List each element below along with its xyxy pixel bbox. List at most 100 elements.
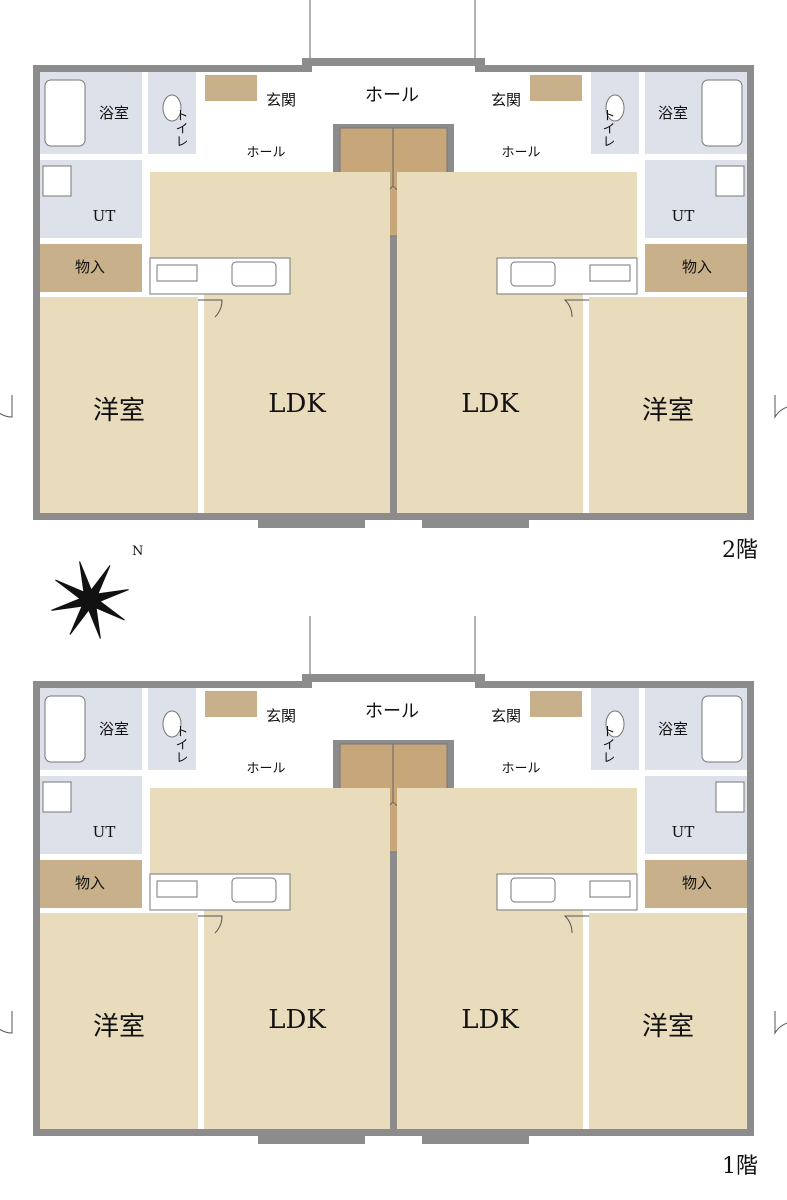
room-label-toilet-right: トイレ (600, 109, 615, 148)
toilet-bowl-left (162, 94, 182, 122)
bathtub-right (701, 79, 743, 147)
floor-label-1f: 1階 (722, 1154, 758, 1179)
party-wall (390, 858, 397, 1129)
room-label-western-right: 洋室 (642, 1012, 694, 1042)
washer-left (42, 165, 72, 197)
stove-left (156, 880, 198, 898)
bathtub-left (44, 695, 86, 763)
ldk-upper-right (397, 788, 637, 876)
stove-right (589, 264, 631, 282)
room-label-hall-right: ホール (501, 146, 540, 161)
toilet-bowl-right (605, 710, 625, 738)
room-label-storage-left: 物入 (75, 874, 105, 892)
room-label-storage-right: 物入 (682, 874, 712, 892)
room-label-hall-center: ホール (365, 85, 419, 106)
door-western-right (563, 915, 589, 934)
balcony-frame (309, 616, 476, 674)
genkan-floor-left (205, 75, 257, 101)
ldk-main-left (204, 876, 390, 1129)
western-room-left (40, 913, 198, 1129)
washer-right (715, 781, 745, 813)
room-label-ldk-right: LDK (461, 389, 519, 419)
storage-left (40, 860, 142, 908)
room-label-entrance-left: 玄関 (266, 91, 296, 109)
floor-1-plan: ホールUP浴室トイレUT物入玄関ホール洋室LDK浴室トイレUT物入玄関ホール洋室… (0, 616, 787, 1179)
room-label-hall-right: ホール (501, 762, 540, 777)
window-door-left (0, 395, 13, 418)
ldk-main-right (397, 260, 583, 513)
ldk-main-left (204, 260, 390, 513)
storage-right (645, 860, 747, 908)
stove-right (589, 880, 631, 898)
room-label-ut-right: UT (672, 823, 695, 841)
genkan-floor-left (205, 691, 257, 717)
room-label-toilet-left: トイレ (173, 109, 188, 148)
genkan-floor-right (530, 691, 582, 717)
center-hall (312, 682, 475, 740)
window-door-right (774, 1011, 787, 1035)
western-room-left (40, 297, 198, 513)
toilet-bowl-left (162, 710, 182, 738)
room-label-bath-left: 浴室 (99, 104, 129, 122)
room-label-ldk-left: LDK (268, 1005, 326, 1035)
ldk-main-right (397, 876, 583, 1129)
bay-wall-left (258, 510, 365, 528)
compass-north-label: N (132, 544, 143, 559)
room-label-western-right: 洋室 (642, 396, 694, 426)
room-label-entrance-left: 玄関 (266, 707, 296, 725)
ldk-upper-right (397, 172, 637, 260)
sink-right (510, 877, 556, 903)
door-western-left (198, 915, 223, 934)
washer-left (42, 781, 72, 813)
room-label-hall-center: ホール (365, 701, 419, 722)
washer-right (715, 165, 745, 197)
room-label-bath-left: 浴室 (99, 720, 129, 738)
floor-label-2f: 2階 (722, 538, 758, 563)
bathtub-right (701, 695, 743, 763)
window-door-left (0, 1011, 13, 1034)
room-label-storage-right: 物入 (682, 258, 712, 276)
room-label-ut-left: UT (93, 207, 116, 225)
room-label-ldk-left: LDK (268, 389, 326, 419)
bathtub-left (44, 79, 86, 147)
balcony-frame (309, 0, 476, 58)
bay-wall-left (258, 1126, 365, 1144)
genkan-floor-right (530, 75, 582, 101)
toilet-bowl-right (605, 94, 625, 122)
room-label-ldk-right: LDK (461, 1005, 519, 1035)
room-label-toilet-left: トイレ (173, 725, 188, 764)
room-label-western-left: 洋室 (93, 396, 145, 426)
ldk-upper-left (150, 172, 390, 260)
window-door-right (774, 395, 787, 419)
room-label-ut-left: UT (93, 823, 116, 841)
bay-wall-right (422, 1126, 529, 1144)
room-label-entrance-right: 玄関 (491, 91, 521, 109)
room-label-hall-left: ホール (246, 762, 285, 777)
door-western-left (198, 299, 223, 318)
sink-right (510, 261, 556, 287)
storage-right (645, 244, 747, 292)
western-room-right (589, 913, 747, 1129)
room-label-hall-left: ホール (246, 146, 285, 161)
stove-left (156, 264, 198, 282)
storage-left (40, 244, 142, 292)
room-label-entrance-right: 玄関 (491, 707, 521, 725)
ldk-upper-left (150, 788, 390, 876)
sink-left (231, 877, 277, 903)
sink-left (231, 261, 277, 287)
room-label-western-left: 洋室 (93, 1012, 145, 1042)
center-hall (312, 66, 475, 124)
floor-2-plan: ホールDN浴室トイレUT物入玄関ホール洋室LDK浴室トイレUT物入玄関ホール洋室… (0, 0, 787, 563)
room-label-bath-right: 浴室 (658, 720, 688, 738)
north-arrow-compass-icon: N (51, 544, 143, 639)
compass-star (51, 561, 129, 639)
bay-wall-right (422, 510, 529, 528)
room-label-ut-right: UT (672, 207, 695, 225)
party-wall (390, 242, 397, 513)
room-label-bath-right: 浴室 (658, 104, 688, 122)
door-western-right (563, 299, 589, 318)
